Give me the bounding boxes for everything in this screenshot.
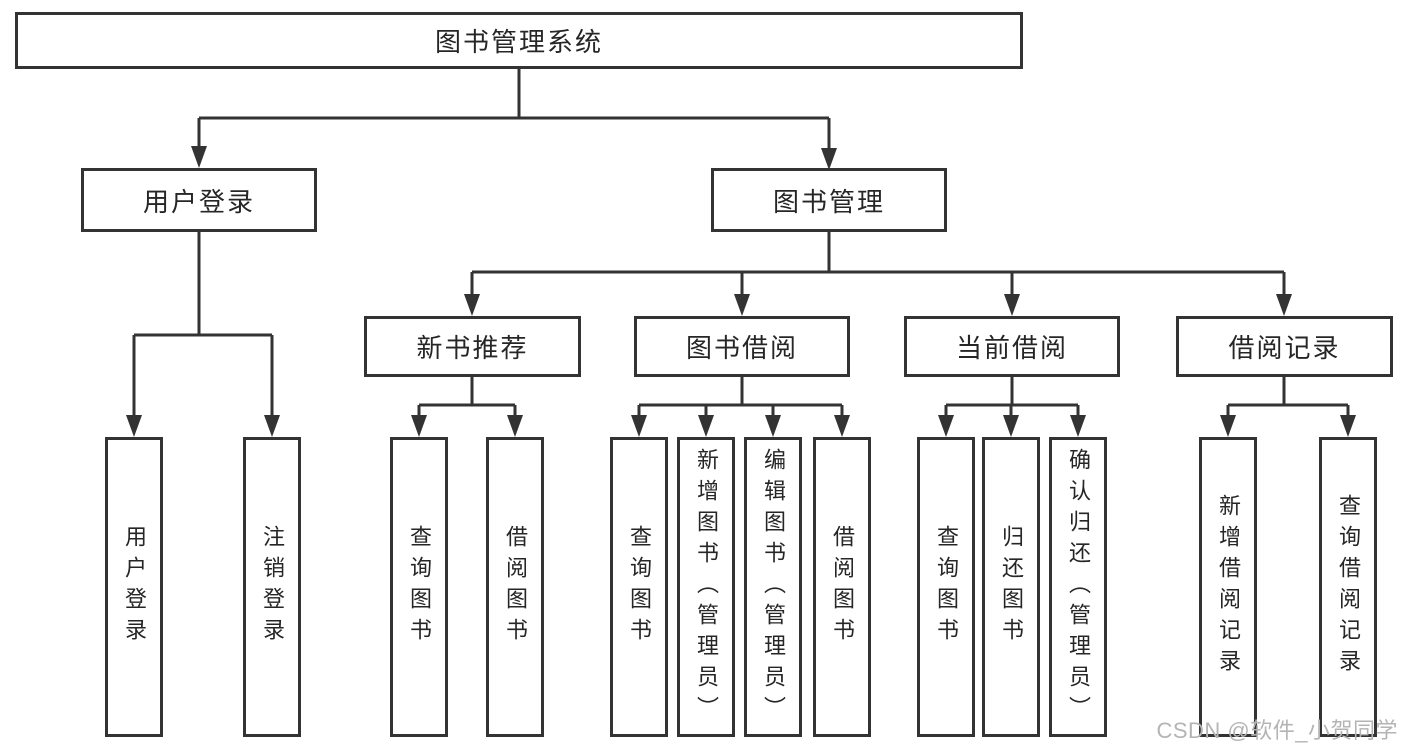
leaf-borrow-query: 查询图书 [610, 437, 668, 737]
leaf-record-query: 查询借阅记录 [1319, 437, 1377, 737]
node-book-management: 图书管理 [711, 168, 947, 232]
node-user-login: 用户登录 [81, 168, 317, 232]
node-borrow-record: 借阅记录 [1176, 316, 1393, 377]
leaf-borrow-edit-admin-label: 编辑图书（管理员） [761, 447, 786, 727]
leaf-current-confirm-admin: 确认归还（管理员） [1049, 437, 1107, 737]
leaf-record-add-label: 新增借阅记录 [1216, 494, 1241, 680]
node-current-borrow: 当前借阅 [904, 316, 1120, 377]
leaf-newbook-query-label: 查询图书 [407, 525, 432, 649]
leaf-newbook-borrow: 借阅图书 [486, 437, 544, 737]
leaf-newbook-borrow-label: 借阅图书 [503, 525, 528, 649]
leaf-user-login: 用户登录 [105, 437, 163, 737]
node-user-login-label: 用户登录 [142, 186, 255, 217]
node-book-borrow: 图书借阅 [634, 316, 850, 377]
leaf-current-return: 归还图书 [982, 437, 1040, 737]
connector-borrow-to-leaves [637, 377, 844, 419]
node-borrow-record-label: 借阅记录 [1228, 333, 1341, 363]
leaf-record-add: 新增借阅记录 [1199, 437, 1257, 737]
node-book-borrow-label: 图书借阅 [685, 333, 798, 363]
node-new-book-recommend: 新书推荐 [364, 316, 581, 377]
connector-bookmgmt-to-level3 [470, 232, 1286, 298]
node-new-book-recommend-label: 新书推荐 [416, 333, 529, 363]
csdn-watermark: CSDN @软件_小贺同学 [1156, 718, 1398, 743]
leaf-newbook-query: 查询图书 [390, 437, 448, 737]
node-book-management-label: 图书管理 [772, 186, 885, 217]
connector-root-to-level2 [197, 69, 831, 152]
leaf-borrow-edit-admin: 编辑图书（管理员） [744, 437, 802, 737]
node-current-borrow-label: 当前借阅 [955, 333, 1068, 363]
node-root-label: 图书管理系统 [434, 27, 603, 57]
leaf-logout: 注销登录 [243, 437, 301, 737]
node-root: 图书管理系统 [15, 12, 1023, 69]
leaf-borrow-book: 借阅图书 [813, 437, 871, 737]
leaf-borrow-query-label: 查询图书 [627, 525, 652, 649]
leaf-current-confirm-admin-label: 确认归还（管理员） [1066, 447, 1091, 727]
arrowheads [126, 146, 1356, 437]
leaf-logout-label: 注销登录 [260, 525, 285, 649]
connector-record-to-leaves [1226, 377, 1350, 419]
connector-userlogin-to-leaves [132, 232, 274, 419]
connector-newbook-to-leaves [417, 377, 517, 419]
leaf-current-query-label: 查询图书 [934, 525, 959, 649]
leaf-current-query: 查询图书 [917, 437, 975, 737]
leaf-borrow-add-admin: 新增图书（管理员） [677, 437, 735, 737]
leaf-borrow-add-admin-label: 新增图书（管理员） [694, 447, 719, 727]
leaf-record-query-label: 查询借阅记录 [1336, 494, 1361, 680]
connector-current-to-leaves [944, 377, 1080, 419]
leaf-current-return-label: 归还图书 [999, 525, 1024, 649]
leaf-borrow-book-label: 借阅图书 [830, 525, 855, 649]
leaf-user-login-label: 用户登录 [122, 525, 147, 649]
